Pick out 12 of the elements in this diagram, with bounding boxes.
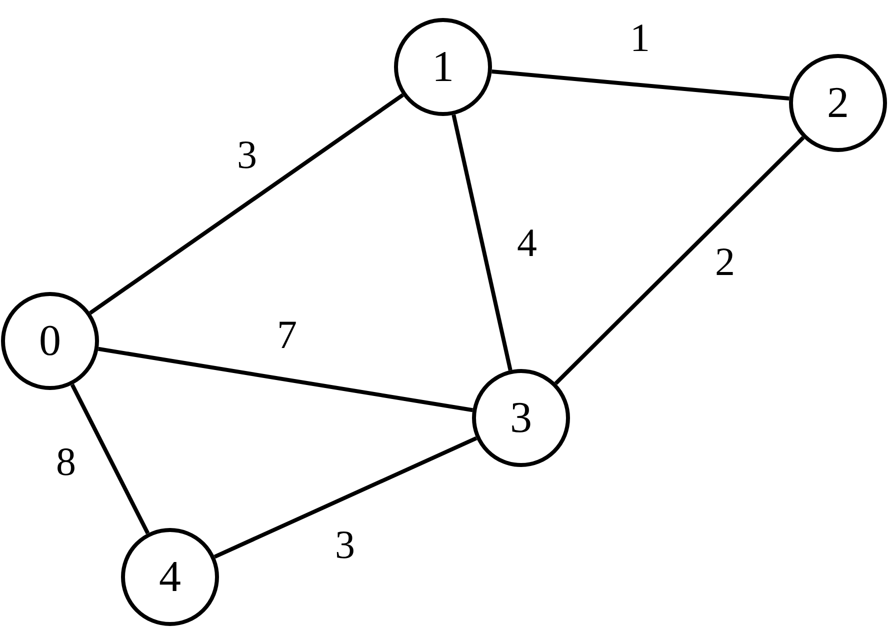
node-label: 2	[827, 81, 849, 125]
node-label: 1	[432, 45, 454, 89]
edge-line	[452, 114, 512, 371]
edge-line	[89, 93, 404, 315]
node-label: 0	[39, 319, 61, 363]
edge-line	[70, 384, 150, 534]
edge-line	[554, 136, 805, 385]
edge-line	[98, 346, 473, 412]
edge-line	[214, 436, 478, 559]
edge-line	[492, 69, 790, 101]
node-label: 4	[159, 555, 181, 599]
node-label: 3	[510, 396, 532, 440]
